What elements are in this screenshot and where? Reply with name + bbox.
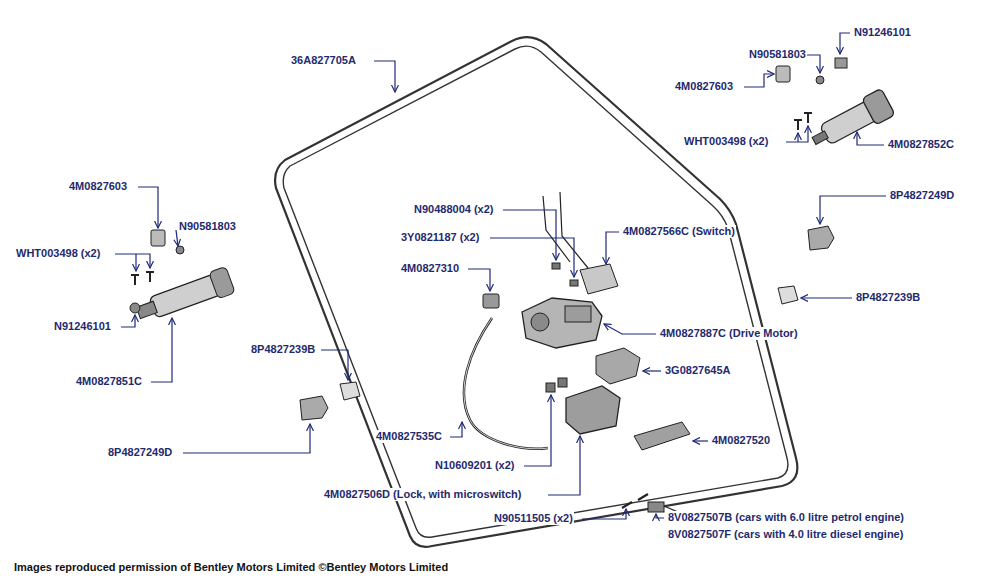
bolt — [176, 246, 184, 254]
buffer — [808, 226, 834, 250]
striker — [596, 348, 640, 384]
part-number: N91246101 — [853, 26, 912, 39]
bracket — [151, 230, 165, 246]
part-number: 8P4827249D — [889, 189, 955, 202]
buffer — [778, 286, 798, 304]
buffer — [340, 382, 360, 400]
part-number: 4M0827851C — [75, 375, 143, 388]
bolt — [816, 76, 824, 84]
leader-lines — [115, 33, 886, 519]
gas-strut — [134, 266, 236, 326]
handle — [634, 422, 690, 450]
part-number: N90581803 — [178, 220, 237, 233]
bolt — [558, 378, 567, 387]
part-number: 8P4827239B — [250, 343, 316, 356]
release-cable — [464, 318, 548, 449]
part-number: 4M0827603 — [68, 180, 128, 193]
part-number: N90581803 — [748, 48, 807, 61]
copyright-note: Images reproduced permission of Bentley … — [14, 561, 448, 574]
part-number: 8V0827507B (cars with 6.0 litre petrol e… — [667, 511, 905, 524]
bolt — [130, 303, 140, 313]
nut — [835, 58, 847, 68]
window-seal — [275, 37, 797, 547]
screw — [552, 263, 560, 269]
part-number: 4M0827310 — [400, 262, 460, 275]
screw — [131, 272, 154, 285]
lock — [566, 386, 620, 434]
part-number: 4M0827852C — [887, 138, 955, 151]
part-number: WHT003498 (x2) — [15, 247, 101, 260]
part-number: 8P4827239B — [855, 291, 921, 304]
buffer — [300, 396, 328, 420]
release-cable — [464, 318, 548, 449]
part-number: 36A827705A — [290, 54, 357, 67]
screw — [794, 113, 812, 130]
part-number: 4M0827520 — [711, 434, 771, 447]
part-number: WHT003498 (x2) — [683, 135, 769, 148]
bolt — [546, 383, 555, 392]
part-number: 4M0827603 — [674, 80, 734, 93]
switch — [580, 264, 618, 294]
part-number: 4M0827535C — [375, 430, 443, 443]
sensor — [648, 502, 664, 512]
gas-strut — [807, 88, 895, 154]
clip — [483, 294, 499, 308]
part-number: 3G0827645A — [664, 364, 731, 377]
bracket — [776, 66, 790, 82]
part-number: N90488004 (x2) — [413, 203, 495, 216]
part-number: N90511505 (x2) — [493, 512, 574, 525]
part-number: N10609201 (x2) — [434, 459, 516, 472]
screw — [570, 280, 578, 286]
part-number: 3Y0821187 (x2) — [400, 231, 480, 244]
part-number: 8P4827249D — [107, 446, 173, 459]
part-number: 8V0827507F (cars with 4.0 litre diesel e… — [667, 528, 904, 541]
part-number: 4M0827566C (Switch) — [622, 225, 736, 238]
part-number: N91246101 — [53, 320, 112, 333]
screw — [622, 494, 648, 508]
part-number: 4M0827506D (Lock, with microswitch) — [323, 488, 522, 501]
drive-motor — [522, 298, 602, 348]
part-number: 4M0827887C (Drive Motor) — [659, 327, 799, 340]
wire — [543, 192, 588, 268]
